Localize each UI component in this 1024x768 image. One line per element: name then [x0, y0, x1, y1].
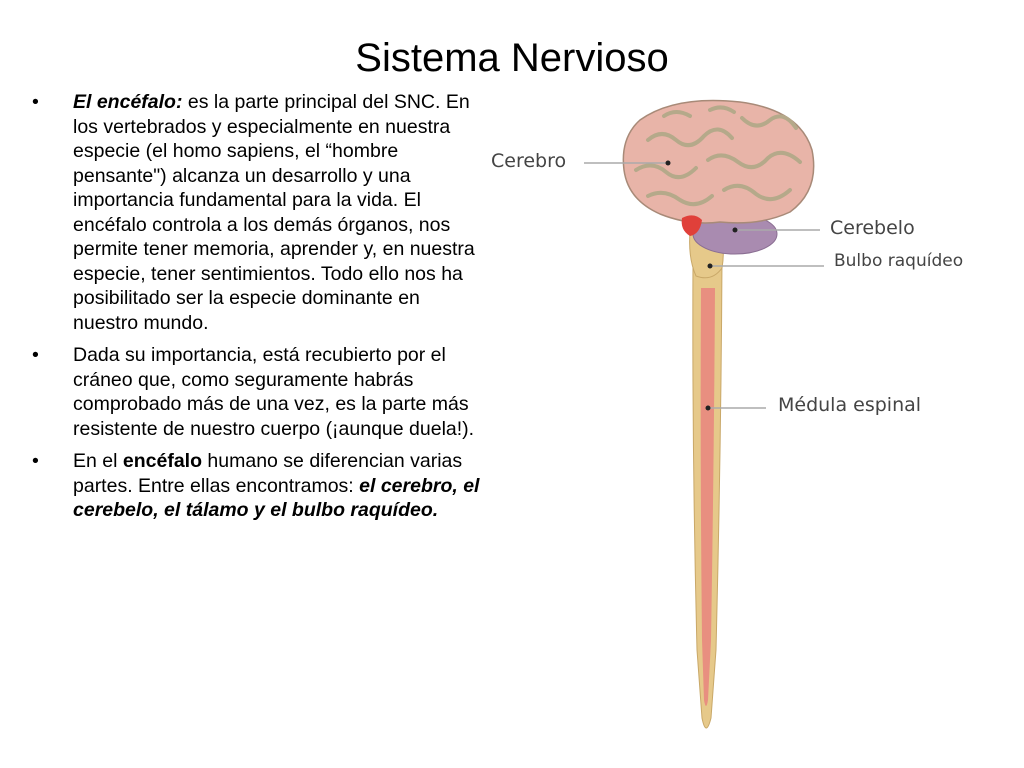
bullet-text: Dada su importancia, está recubierto por… — [73, 344, 475, 440]
bullet-text-mid: humano se diferencian varias partes. Ent… — [73, 450, 463, 497]
bullet-item-partes: • En el encéfalo humano se diferencian v… — [32, 449, 482, 523]
label-medula-espinal: Médula espinal — [778, 394, 921, 416]
bullet-bold-term: encéfalo — [122, 450, 202, 472]
nervous-system-diagram: Cerebro Cerebelo Bulbo raquídeo Médula e… — [491, 99, 963, 729]
thalamus — [681, 215, 702, 236]
marker-dot — [665, 160, 671, 166]
bullet-item-encefalo: • El encéfalo: es la parte principal del… — [32, 90, 482, 335]
bullet-marker: • — [32, 344, 39, 366]
bullet-parts-list: el cerebro, el cerebelo, el tálamo y el … — [73, 474, 480, 522]
spinal-cord-core — [700, 288, 715, 706]
bullet-text: es la parte principal del SNC. En los ve… — [73, 91, 475, 334]
bullet-marker: • — [32, 91, 39, 113]
label-cerebelo: Cerebelo — [830, 217, 915, 239]
marker-dot — [707, 263, 713, 269]
slide-title: Sistema Nervioso — [355, 36, 669, 80]
label-bulbo-raquideo: Bulbo raquídeo — [834, 251, 963, 271]
brain-gyri — [634, 105, 802, 207]
label-cerebro: Cerebro — [491, 150, 566, 172]
bullet-list: • El encéfalo: es la parte principal del… — [32, 90, 482, 531]
bullet-text-pre: En el — [73, 450, 123, 472]
bullet-marker: • — [32, 450, 39, 472]
marker-dot — [732, 227, 738, 233]
cerebrum — [622, 99, 815, 224]
bullet-item-craneo: • Dada su importancia, está recubierto p… — [32, 343, 482, 441]
bullet-lead-term: El encéfalo: — [73, 91, 183, 113]
marker-dot — [705, 405, 711, 411]
